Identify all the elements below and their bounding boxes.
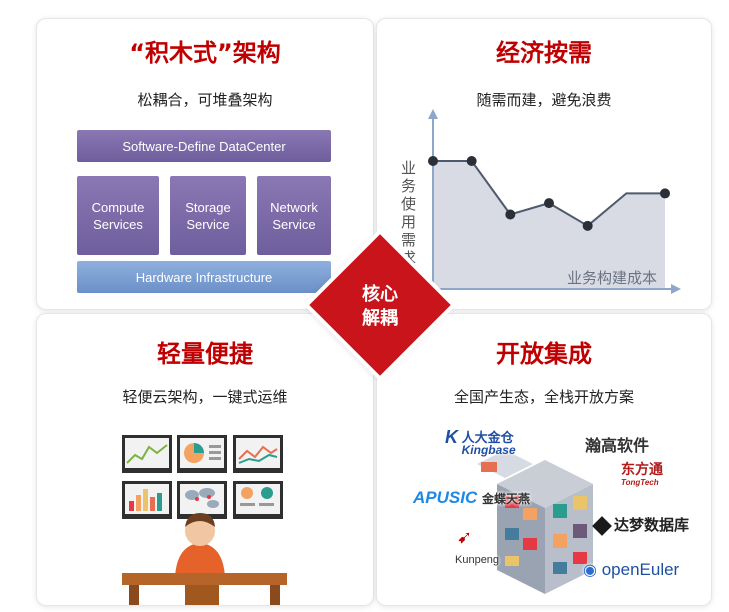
chart-y-label-char: 业 [401, 159, 417, 177]
chart-point [505, 209, 516, 220]
dongfangtong-en: TongTech [621, 478, 659, 487]
software-defined-datacenter-layer: Software-Define DataCenter [77, 130, 331, 162]
operator-person [175, 513, 225, 577]
chart-point [466, 156, 477, 167]
block-label-2: Services [93, 216, 143, 232]
network-service-block: Network Service [257, 176, 331, 255]
kunpeng-logo: Kunpeng [455, 554, 500, 566]
chart-y-label-char: 务 [401, 177, 417, 195]
chair [185, 585, 219, 605]
block-label-1: Compute [91, 199, 145, 215]
chart-y-label-char: 用 [401, 213, 417, 231]
block-label-2: Service [272, 216, 316, 232]
demand-cost-chart [428, 109, 681, 294]
chart-y-label-char: 使 [401, 195, 417, 213]
chart-y-axis-arrow [428, 109, 438, 119]
block-label-1: Network [270, 199, 318, 215]
card-subtitle: 松耦合，可堆叠架构 [137, 91, 273, 109]
apusic-logo: APUSIC 金蝶天燕 [413, 488, 530, 508]
desk-top [122, 573, 287, 585]
kunpeng-icon: ➹ [457, 527, 473, 547]
compute-services-block: Compute Services [77, 176, 159, 255]
apusic-cn: 金蝶天燕 [481, 492, 530, 506]
chart-point [428, 156, 438, 167]
dameng-logo: 达梦数据库 [592, 514, 690, 536]
kingbase-cn: 人大金仓 [461, 430, 514, 445]
card-title: 开放集成 [496, 340, 592, 368]
chart-x-axis-arrow [671, 284, 681, 294]
card-open-integration: 开放集成 全国产生态，全栈开放方案 K 人大金仓 Kingbase [376, 313, 712, 606]
dameng-icon [592, 516, 612, 536]
apusic-en: APUSIC [413, 488, 478, 507]
openeuler-text: openEuler [601, 560, 680, 579]
card-subtitle: 轻便云架构，一键式运维 [122, 388, 288, 406]
hanyun-logo: 瀚高软件 [585, 438, 650, 455]
card-lightweight: 轻量便捷 轻便云架构，一键式运维 [36, 313, 374, 606]
dongfangtong-cn: 东方通 [621, 461, 663, 477]
card-title: “积木式”架构 [129, 39, 281, 67]
chart-point [544, 198, 554, 209]
chart-point [660, 188, 670, 199]
chart-y-label: 业务使用需求 [401, 159, 421, 267]
hardware-infrastructure-layer: Hardware Infrastructure [77, 261, 331, 293]
diamond-line-1: 核心 [362, 284, 398, 305]
card-building-block-architecture: “积木式”架构 松耦合，可堆叠架构 Software-Define DataCe… [36, 18, 374, 310]
operations-dashboard-illustration [122, 435, 287, 605]
ecosystem-illustration [477, 450, 593, 594]
block-label-1: Storage [185, 199, 231, 215]
chart-point [582, 220, 593, 231]
chart-points [428, 156, 670, 231]
card-title: 经济按需 [496, 39, 592, 67]
kingbase-logo: K 人大金仓 Kingbase [445, 427, 516, 457]
storage-service-block: Storage Service [170, 176, 246, 255]
openeuler-logo: ◉ openEuler [583, 560, 679, 580]
dongfangtong-logo: 东方通 TongTech [621, 462, 663, 490]
dameng-text: 达梦数据库 [614, 517, 690, 534]
card-on-demand-economy: 经济按需 随需而建，避免浪费 业务使用需求 业务构建成本 [376, 18, 712, 310]
openeuler-icon: ◉ [583, 562, 597, 579]
card-subtitle: 随需而建，避免浪费 [476, 91, 612, 109]
chart-x-label: 业务构建成本 [567, 269, 658, 287]
block-label-2: Service [186, 216, 230, 232]
desk-leg [129, 585, 139, 605]
desk-leg [270, 585, 280, 605]
card-title: 轻量便捷 [157, 340, 253, 368]
diamond-line-2: 解耦 [362, 308, 398, 329]
core-decoupling-label: 核心 解耦 [330, 283, 430, 331]
chart-y-label-char: 需 [401, 231, 417, 249]
isometric-city [477, 450, 593, 594]
card-subtitle: 全国产生态，全栈开放方案 [453, 388, 634, 406]
kingbase-en: Kingbase [461, 443, 516, 457]
monitor-wall [122, 435, 283, 519]
chart-area-fill [433, 161, 665, 289]
